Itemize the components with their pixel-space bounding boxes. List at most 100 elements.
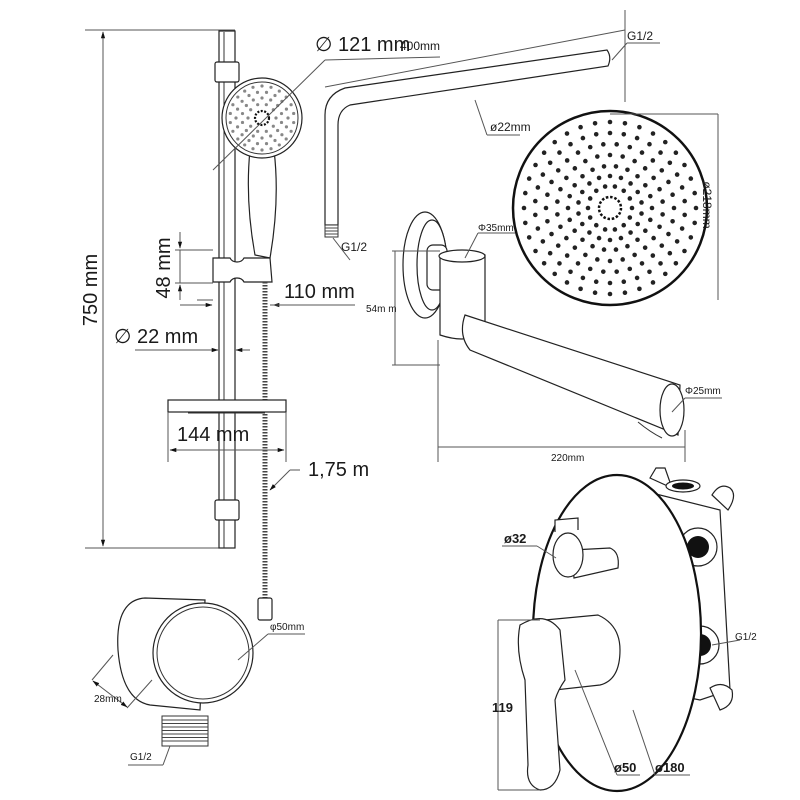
- spray-hole: [658, 150, 663, 155]
- spout-length-label: 220mm: [551, 453, 584, 464]
- arm-length-line: [324, 29, 626, 88]
- spout-pipe: [461, 314, 681, 436]
- spray-hole: [682, 198, 687, 204]
- spray-hole: [621, 188, 627, 194]
- spray-hole: [273, 93, 277, 98]
- spray-hole: [580, 275, 586, 281]
- slide-rail-assembly: 750 mm ∅ 121 mm 48 mm: [80, 29, 441, 621]
- spray-hole: [667, 160, 673, 166]
- spray-hole: [274, 116, 278, 120]
- spray-hole: [607, 152, 613, 158]
- spray-hole: [244, 103, 248, 108]
- spray-hole: [634, 135, 640, 141]
- spray-hole: [276, 128, 280, 133]
- spray-hole: [572, 182, 577, 188]
- spray-hole: [557, 150, 562, 155]
- spray-hole: [635, 221, 641, 227]
- concealed-mixer: ø32 G1/2 119 ø50 ø180: [492, 467, 757, 793]
- spray-hole: [540, 239, 546, 244]
- spray-hole: [614, 142, 619, 147]
- thread-leader: [332, 237, 351, 261]
- spray-hole: [555, 243, 561, 248]
- spray-hole: [595, 257, 600, 262]
- spray-hole: [552, 139, 558, 145]
- spray-hole: [649, 205, 655, 211]
- spray-hole: [602, 184, 608, 189]
- spray-hole: [269, 85, 273, 89]
- rail-height-label: 750 mm: [80, 254, 102, 326]
- spray-hole: [256, 129, 260, 133]
- spray-hole: [251, 85, 255, 89]
- spray-hole: [269, 98, 273, 102]
- spray-hole: [236, 95, 240, 99]
- spray-hole: [228, 111, 232, 116]
- spray-hole: [673, 150, 679, 156]
- spray-hole: [572, 245, 578, 250]
- spray-hole: [540, 172, 546, 177]
- spray-hole: [535, 185, 541, 190]
- spray-hole: [249, 108, 253, 112]
- spray-hole: [637, 124, 642, 130]
- hand-shower-diameter-label: ∅ 121 mm: [315, 34, 410, 56]
- spray-hole: [264, 129, 268, 133]
- plate-diameter-leader: [632, 709, 656, 776]
- spray-hole: [580, 173, 585, 179]
- spray-hole: [533, 162, 538, 168]
- outlet-diameter-leader: [237, 633, 269, 661]
- mixer-thread-label: G1/2: [735, 632, 757, 643]
- wall-outlet-rim: [156, 606, 250, 700]
- soap-dish: [167, 399, 287, 414]
- spray-hole: [612, 184, 618, 189]
- arm-thread-top-label: G1/2: [627, 29, 653, 43]
- spray-hole: [620, 154, 625, 159]
- spray-hole: [627, 144, 633, 150]
- spray-hole: [280, 133, 284, 137]
- spray-hole: [521, 205, 527, 211]
- spray-hole: [632, 158, 637, 164]
- spout-body-top: [438, 249, 486, 263]
- spray-hole: [580, 135, 586, 141]
- spray-hole: [240, 111, 245, 116]
- spray-hole: [674, 172, 680, 177]
- spray-hole: [240, 99, 244, 103]
- outlet-thread-leader: [162, 745, 171, 766]
- spray-hole: [627, 215, 633, 220]
- spray-hole: [593, 131, 599, 137]
- outlet-depth-line: [92, 680, 128, 708]
- hand-shower-center-nozzle: [253, 109, 271, 127]
- soap-dish-width-label: 144 mm: [177, 424, 249, 446]
- spray-hole: [583, 158, 588, 164]
- spray-hole: [231, 129, 235, 133]
- spray-hole: [580, 237, 585, 243]
- spray-hole: [607, 291, 613, 297]
- spray-hole: [567, 217, 573, 223]
- spray-hole: [670, 219, 675, 224]
- spray-hole: [634, 275, 640, 281]
- rain-shower-head: ø218mm: [511, 109, 719, 307]
- spray-hole: [235, 125, 240, 129]
- dimension-extension-line: [91, 654, 114, 681]
- spray-hole: [627, 196, 633, 201]
- spray-hole: [555, 212, 560, 217]
- rail-diameter-label: ∅ 22 mm: [114, 326, 198, 348]
- wall-outlet: φ50mm 28mm G1/2: [91, 597, 305, 766]
- spray-hole: [688, 176, 694, 181]
- spray-hole: [657, 186, 662, 192]
- spray-hole: [639, 150, 645, 155]
- spray-hole: [593, 188, 599, 194]
- spray-hole: [545, 192, 550, 197]
- spray-hole: [567, 193, 573, 199]
- spray-hole: [533, 212, 538, 218]
- spray-hole: [279, 120, 284, 125]
- spray-hole: [650, 131, 656, 136]
- spray-hole: [564, 131, 570, 136]
- shower-holder: [212, 257, 273, 283]
- spray-hole: [667, 250, 673, 256]
- spray-hole: [650, 280, 656, 285]
- holder-height-label: 48 mm: [153, 237, 175, 298]
- spray-hole: [240, 133, 244, 137]
- spray-hole: [549, 179, 554, 185]
- shower-arm-pipe: [324, 49, 611, 226]
- spray-hole: [671, 205, 677, 211]
